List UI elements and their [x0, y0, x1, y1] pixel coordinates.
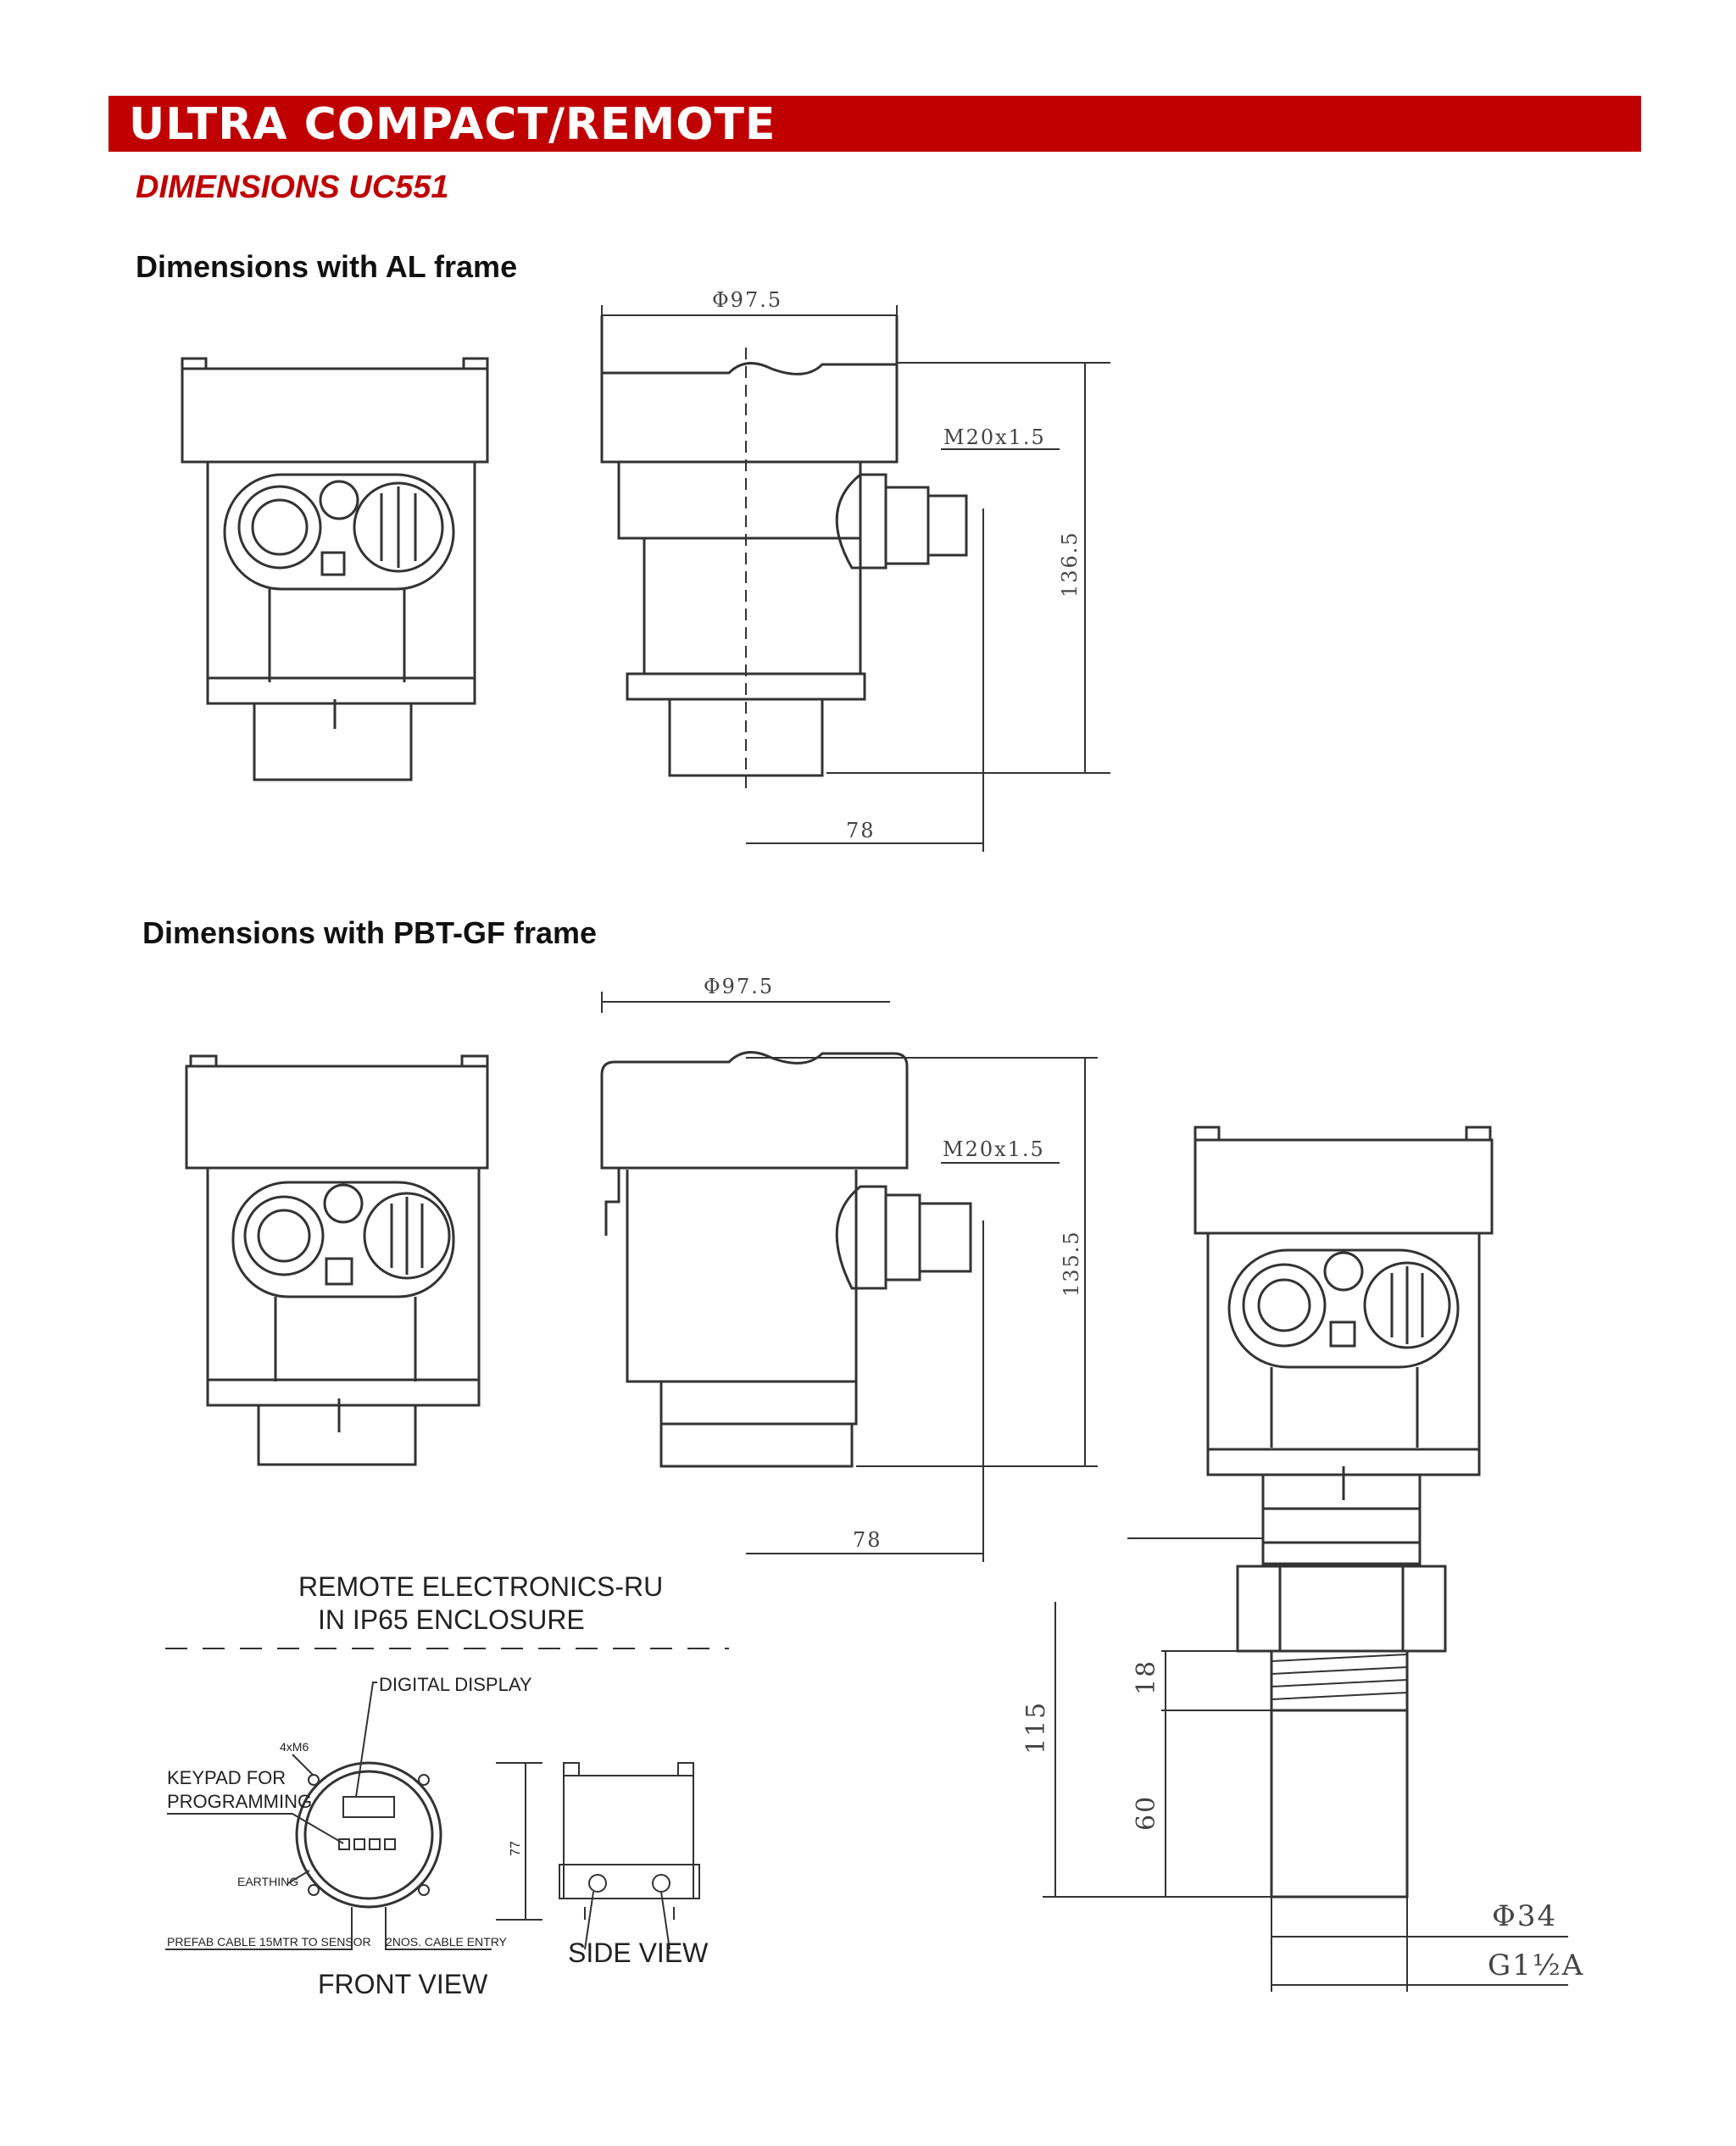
pbt-thread-label: M20x1.5: [943, 1137, 1045, 1161]
al-thread-label: M20x1.5: [943, 425, 1046, 449]
al-side-view: Φ97.5 M20x1.5 136.5 78: [600, 288, 1110, 852]
sensor-lower-length-label: 60: [1132, 1795, 1161, 1831]
earthing-label: EARTHING: [237, 1875, 298, 1888]
sensor-thread-length-label: 18: [1132, 1660, 1161, 1695]
al-height-label: 136.5: [1058, 531, 1082, 598]
screws-label: 4xM6: [280, 1740, 309, 1754]
al-width-label: 78: [846, 819, 876, 842]
sensor-total-length-label: 115: [1021, 1701, 1051, 1754]
sensor-with-thread: 115 18 60 Φ34 G1½A: [1021, 1126, 1584, 1992]
section-heading-al-frame: Dimensions with AL frame: [136, 249, 518, 284]
keypad-label-line1: KEYPAD FOR: [167, 1767, 286, 1788]
pbt-diameter-label: Φ97.5: [704, 975, 774, 998]
sensor-diameter-label: Φ34: [1492, 1899, 1557, 1933]
side-height-label: 77: [509, 1841, 523, 1856]
pbt-front-view: [185, 1054, 489, 1466]
side-view-label: SIDE VIEW: [568, 1938, 709, 1968]
section-heading-pbt-frame: Dimensions with PBT-GF frame: [142, 915, 598, 950]
prefab-cable-label: PREFAB CABLE 15MTR TO SENSOR: [167, 1935, 371, 1949]
page-title: ULTRA COMPACT/REMOTE: [129, 99, 776, 150]
page-subtitle: DIMENSIONS UC551: [136, 170, 449, 205]
front-view-label: FRONT VIEW: [318, 1969, 488, 1999]
digital-display-label: DIGITAL DISPLAY: [379, 1674, 532, 1695]
pbt-side-view: Φ97.5 M20x1.5 135.5 78: [600, 975, 1098, 1562]
remote-title-line2: IN IP65 ENCLOSURE: [318, 1604, 585, 1635]
remote-title-line1: REMOTE ELECTRONICS-RU: [298, 1571, 663, 1602]
al-front-view: [181, 357, 489, 781]
cable-entry-label: 2NOS. CABLE ENTRY: [386, 1935, 508, 1949]
keypad-label-line2: PROGRAMMING: [167, 1791, 312, 1812]
al-diameter-label: Φ97.5: [712, 288, 782, 312]
remote-electronics: REMOTE ELECTRONICS-RU IN IP65 ENCLOSURE …: [165, 1571, 729, 1999]
title-banner: ULTRA COMPACT/REMOTE: [108, 96, 1641, 152]
pbt-height-label: 135.5: [1060, 1230, 1083, 1297]
sensor-thread-spec-label: G1½A: [1488, 1949, 1584, 1982]
pbt-width-label: 78: [853, 1528, 882, 1552]
